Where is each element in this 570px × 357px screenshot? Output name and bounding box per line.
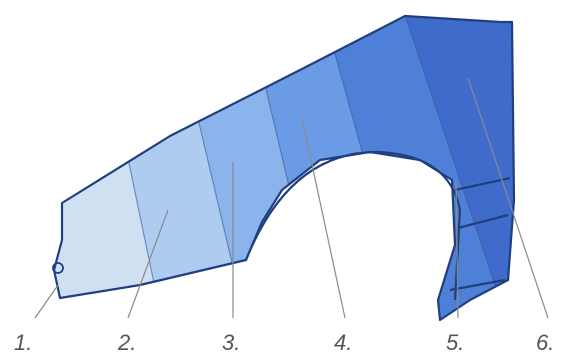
label-1: 1. (14, 330, 32, 355)
leader-lines (34, 77, 549, 319)
leader-4 (301, 117, 346, 319)
segment-6 (400, 16, 514, 320)
leader-5 (455, 179, 459, 319)
label-6: 6. (536, 330, 554, 355)
segment-labels: 1. 2. 3. 4. 5. 6. (14, 330, 554, 355)
label-5: 5. (446, 330, 464, 355)
wheel-arch-lip (244, 150, 462, 301)
fender-outline (52, 14, 516, 322)
inner-flange (449, 176, 511, 292)
label-3: 3. (222, 330, 240, 355)
leader-6 (467, 77, 549, 319)
mount-hole (52, 262, 64, 274)
label-4: 4. (334, 330, 352, 355)
leader-2 (127, 209, 169, 319)
label-2: 2. (117, 330, 136, 355)
leader-1 (34, 284, 59, 319)
